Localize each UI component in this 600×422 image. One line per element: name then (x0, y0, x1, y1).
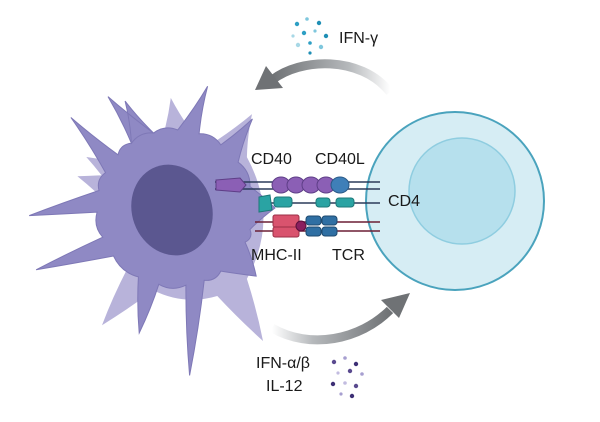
cd40-receptor-icon (215, 176, 336, 194)
cytokine-particle (330, 381, 336, 387)
dendritic-cell-nucleus (131, 164, 213, 256)
cd4-icon (258, 194, 355, 213)
t-cell-icon (365, 111, 545, 291)
cytokine-particle (294, 21, 300, 27)
cytokine-particle (301, 30, 307, 36)
cd4-label: CD4 (388, 193, 421, 210)
cytokine-particle (336, 371, 340, 375)
cytokine-particle (323, 33, 329, 39)
cytokine-particle (331, 359, 337, 365)
cytokine-particle (343, 381, 347, 385)
cytokine-particle (308, 41, 312, 45)
ifn-alpha-beta-label: IFN-α/β (256, 355, 310, 372)
ifn-gamma-arrow (255, 59, 394, 96)
cytokine-particle (316, 20, 322, 26)
cytokine-particle (349, 393, 355, 399)
cytokine-particle (353, 361, 359, 367)
cytokine-particle (343, 356, 347, 360)
cd40l-ligand-icon (330, 176, 350, 194)
peptide-icon (295, 220, 307, 232)
cytokine-particle (360, 372, 364, 376)
tcr-label: TCR (332, 247, 365, 264)
cytokine-particles-icon (330, 356, 364, 399)
cytokine-particle (295, 42, 301, 48)
ifn-alpha-beta-arrow (269, 293, 410, 345)
cytokine-particle (353, 383, 359, 389)
cytokine-particle (347, 368, 353, 374)
mhc-ii-icon (272, 214, 307, 238)
cytokine-particle (308, 51, 312, 55)
cytokine-particle (305, 17, 309, 21)
cytokine-particle (339, 392, 343, 396)
tcr-icon (305, 215, 338, 237)
cd40-label: CD40 (251, 151, 292, 168)
cytokine-particle (291, 34, 295, 38)
mhc-ii-label: MHC-II (251, 247, 302, 264)
dendritic-cell-icon (29, 86, 276, 376)
cytokine-particle (313, 29, 317, 33)
t-cell-nucleus (408, 137, 516, 245)
ifn-gamma-label: IFN-γ (339, 30, 379, 47)
cytokine-particles-icon (291, 17, 329, 55)
cd40l-label: CD40L (315, 151, 365, 168)
il12-label: IL-12 (266, 378, 303, 395)
cytokine-particle (318, 44, 324, 50)
